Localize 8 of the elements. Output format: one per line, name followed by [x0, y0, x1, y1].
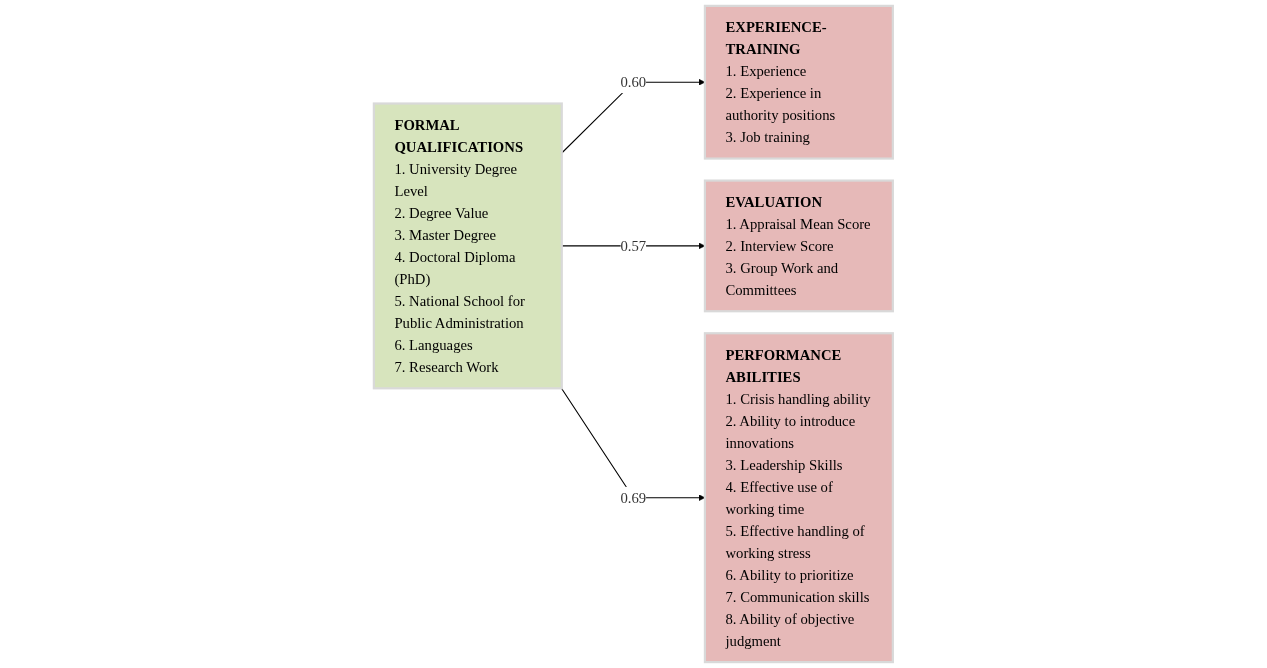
- edge-label: 0.69: [620, 489, 647, 506]
- edge-label: 0.57: [620, 237, 647, 254]
- node-box: EXPERIENCE-TRAINING 1. Experience 2. Experience in authority positions 3. Job training: [703, 4, 895, 160]
- arrow: [561, 387, 706, 501]
- node-box: PERFORMANCE ABILITIES 1. Crisis handling ability 2. Ability to introduce innovations 3. Leadership Skills 4. Effective use of working time 5. Effective handling of working stress 6. Ability to prioritize 7. Communication skills 8. Ability of objective judgment: [703, 332, 895, 664]
- edge-label: 0.60: [620, 74, 647, 91]
- node-box: EVALUATION 1. Appraisal Mean Score 2. Interview Score 3. Group Work and Committees: [703, 179, 895, 313]
- node-box: FORMAL QUALIFICATIONS 1. University Degree Level 2. Degree Value 3. Master Degree 4. Doctoral Diploma (PhD) 5. National School for Public Administration 6. Languages 7. Research Work: [372, 102, 564, 390]
